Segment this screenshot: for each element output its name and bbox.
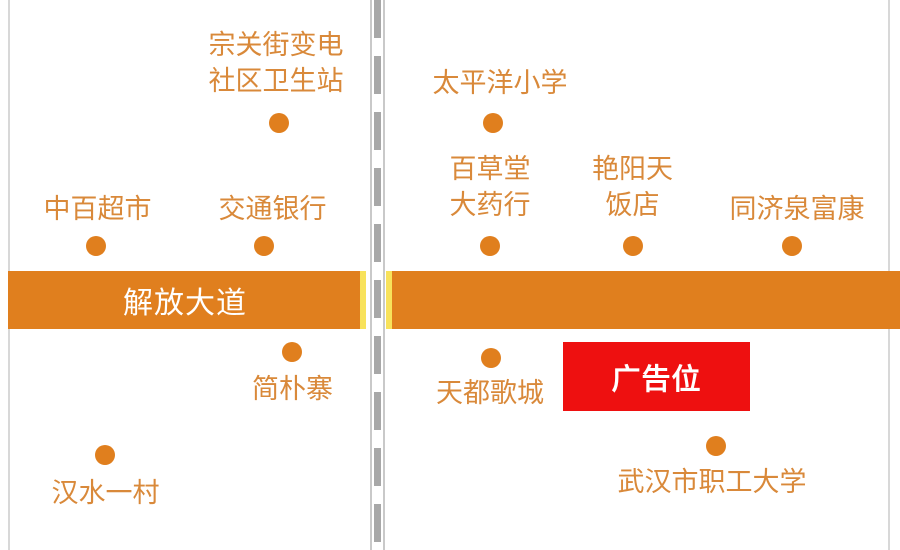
poi-marker-zhongbai-supermarket[interactable] bbox=[86, 236, 106, 256]
poi-label-line: 饭店 bbox=[605, 190, 660, 221]
poi-label-line: 百草堂 bbox=[449, 154, 531, 185]
poi-label-zhongbai-supermarket: 中百超市 bbox=[43, 194, 152, 225]
ad-slot[interactable]: 广告位 bbox=[563, 342, 750, 411]
poi-marker-hanshui-village[interactable] bbox=[95, 445, 115, 465]
road-jiefang-right bbox=[392, 271, 900, 329]
ad-slot-label: 广告位 bbox=[611, 361, 702, 396]
road-edge-marker bbox=[386, 271, 392, 329]
poi-marker-tongji-fukang[interactable] bbox=[782, 236, 802, 256]
poi-label-line: 社区卫生站 bbox=[208, 66, 344, 97]
poi-marker-jianpuzhai[interactable] bbox=[282, 342, 302, 362]
road-jiefang-left bbox=[8, 271, 362, 329]
poi-label-wuhan-staff-university: 武汉市职工大学 bbox=[617, 467, 807, 498]
poi-label-tongji-fukang: 同济泉富康 bbox=[729, 194, 865, 225]
poi-marker-community-health-station[interactable] bbox=[269, 113, 289, 133]
road-edge-marker bbox=[360, 271, 366, 329]
poi-label-baicaotang-pharmacy: 百草堂 大药行 bbox=[430, 152, 550, 224]
poi-label-taipingyang-school: 太平洋小学 bbox=[432, 68, 568, 99]
poi-label-line: 艳阳天 bbox=[592, 154, 673, 185]
poi-label-jiaotong-bank: 交通银行 bbox=[218, 194, 327, 225]
poi-label-line: 宗关街变电 bbox=[208, 30, 344, 61]
vertical-separator bbox=[370, 0, 385, 550]
road-label: 解放大道 bbox=[123, 286, 247, 321]
poi-label-hanshui-village: 汉水一村 bbox=[51, 478, 160, 509]
poi-marker-taipingyang-school[interactable] bbox=[483, 113, 503, 133]
poi-marker-tiandu-ktv[interactable] bbox=[481, 348, 501, 368]
poi-label-line: 大药行 bbox=[449, 190, 531, 221]
poi-label-jianpuzhai: 简朴寨 bbox=[252, 374, 333, 405]
poi-label-tiandu-ktv: 天都歌城 bbox=[436, 378, 544, 409]
poi-marker-yanyangtian-restaurant[interactable] bbox=[623, 236, 643, 256]
poi-marker-wuhan-staff-university[interactable] bbox=[706, 436, 726, 456]
poi-marker-jiaotong-bank[interactable] bbox=[254, 236, 274, 256]
poi-marker-baicaotang-pharmacy[interactable] bbox=[480, 236, 500, 256]
poi-label-community-health-station: 宗关街变电 社区卫生站 bbox=[186, 28, 366, 100]
poi-label-yanyangtian-restaurant: 艳阳天 饭店 bbox=[575, 152, 690, 224]
